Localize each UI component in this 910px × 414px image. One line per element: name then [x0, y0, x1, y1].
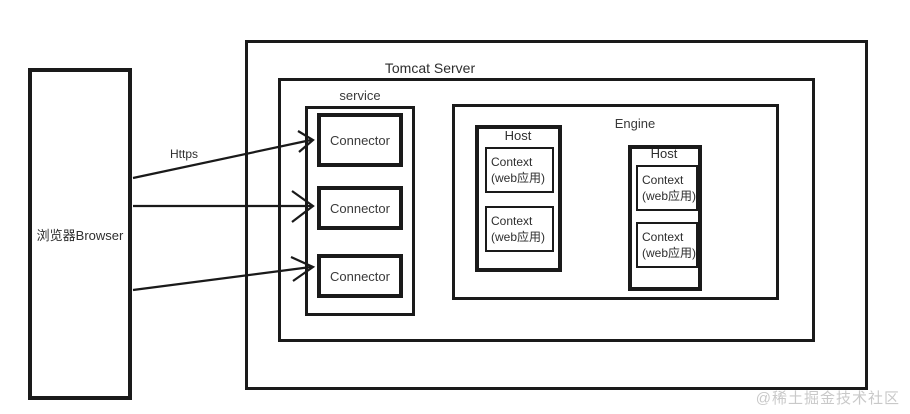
engine-box	[452, 104, 779, 300]
host-box-1	[475, 125, 562, 272]
watermark: @稀土掘金技术社区	[755, 390, 900, 407]
connector-box-1: Connector	[317, 113, 403, 167]
context-box-1-1: Context (web应用)	[485, 147, 554, 193]
context-box-1-2: Context (web应用)	[485, 206, 554, 252]
engine-title: Engine	[614, 116, 656, 131]
host-box-2	[628, 145, 702, 291]
context-box-2-2: Context (web应用)	[636, 222, 698, 268]
tomcat-server-container	[278, 78, 815, 342]
connector-box-2: Connector	[317, 186, 403, 230]
host-label-2: Host	[650, 146, 678, 161]
https-label: Https	[170, 147, 199, 161]
context-subtitle-2-1: (web应用)	[642, 189, 697, 203]
browser-box: 浏览器Browser	[28, 68, 132, 400]
service-title: service	[339, 88, 381, 103]
context-title-1-1: Context	[491, 154, 533, 169]
context-subtitle-1-2: (web应用)	[491, 230, 546, 244]
browser-label: 浏览器Browser	[36, 227, 124, 243]
context-subtitle-2-2: (web应用)	[642, 246, 697, 260]
tomcat-server-title: Tomcat Server	[384, 60, 476, 76]
connector-label-3: Connector	[330, 268, 390, 284]
connector-label-1: Connector	[330, 132, 390, 148]
outer-frame	[245, 40, 868, 390]
context-title-2-2: Context	[642, 229, 684, 244]
host-label-1: Host	[504, 128, 532, 143]
context-title-2-1: Context	[642, 172, 684, 187]
connector-label-2: Connector	[330, 200, 390, 216]
context-title-1-2: Context	[491, 213, 533, 228]
context-subtitle-1-1: (web应用)	[491, 171, 546, 185]
context-box-2-1: Context (web应用)	[636, 165, 698, 211]
connector-box-3: Connector	[317, 254, 403, 298]
